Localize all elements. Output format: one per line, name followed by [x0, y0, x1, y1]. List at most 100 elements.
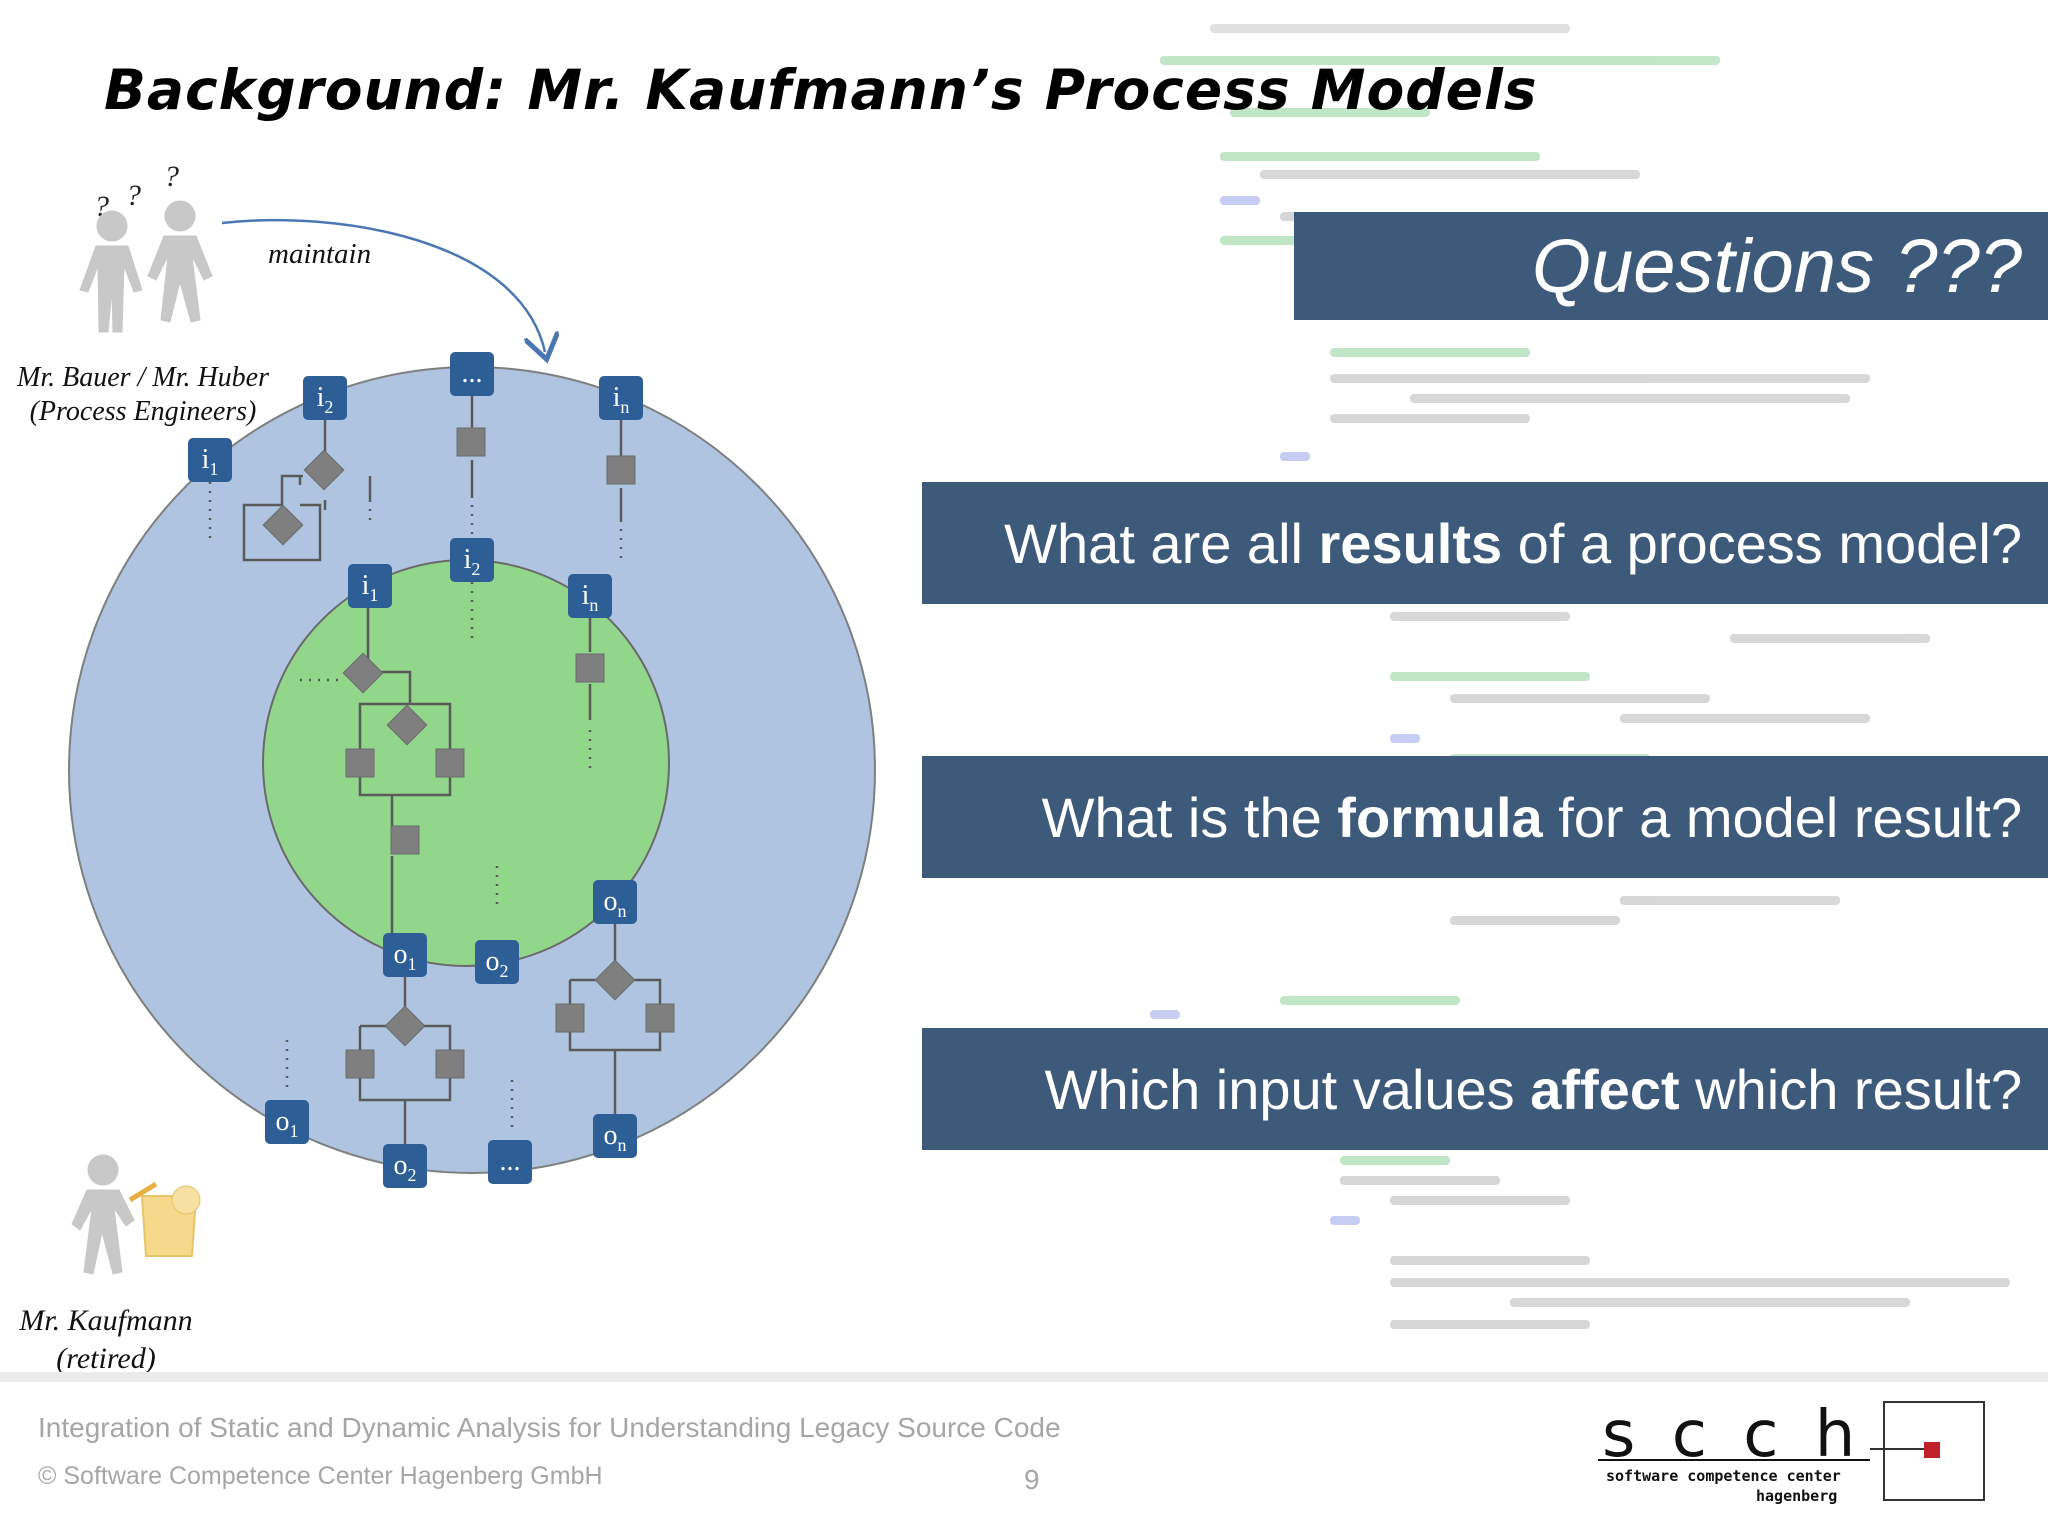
- cocktail-glass-icon: [128, 1181, 201, 1257]
- retired-caption-line1: Mr. Kaufmann: [18, 1304, 192, 1337]
- inner-input-node: in: [568, 574, 612, 618]
- code-line: [1220, 196, 1260, 205]
- retired-caption-line2: (retired): [56, 1342, 155, 1375]
- code-line: [1230, 108, 1430, 117]
- code-line: [1330, 1216, 1360, 1225]
- footer-separator: [0, 1372, 2048, 1382]
- question-text-part: for a model result?: [1542, 785, 2022, 849]
- question-text-part: of a process model?: [1502, 511, 2022, 575]
- code-line: [1390, 672, 1590, 681]
- code-line: [1390, 1278, 2010, 1287]
- code-line: [1150, 1010, 1180, 1019]
- footer-copyright: © Software Competence Center Hagenberg G…: [38, 1462, 603, 1490]
- task-square: [345, 1049, 375, 1079]
- outer-output-node: on: [593, 1114, 637, 1158]
- node-label: i1: [202, 444, 219, 479]
- person-icon: [147, 200, 213, 323]
- code-line: [1450, 694, 1710, 703]
- outer-output-node: o1: [265, 1100, 309, 1144]
- questions-heading-banner: Questions ???: [1294, 212, 2048, 320]
- node-label: i2: [464, 544, 481, 579]
- code-line: [1280, 452, 1310, 461]
- code-line: [1210, 24, 1570, 33]
- code-line: [1260, 170, 1640, 179]
- code-line: [1390, 1196, 1570, 1205]
- question-text: What are all results of a process model?: [1004, 511, 2022, 576]
- question-text: What is the formula for a model result?: [1042, 785, 2022, 850]
- inner-output-node: on: [593, 880, 637, 924]
- gateway-diamond: [262, 504, 304, 546]
- questions-heading: Questions ???: [1531, 223, 2022, 309]
- engineers-caption-line1: Mr. Bauer / Mr. Huber: [16, 362, 269, 393]
- outer-input-node: i2: [303, 376, 347, 420]
- node-label: o1: [276, 1106, 299, 1141]
- code-line: [1510, 1298, 1910, 1307]
- logo-line2: hagenberg: [1756, 1487, 1837, 1505]
- question-banner: Which input values affect which result?: [922, 1028, 2048, 1150]
- retired-person-icon: [71, 1154, 135, 1275]
- code-line: [1340, 1156, 1450, 1165]
- outer-output-node: ...: [488, 1140, 532, 1184]
- logo-accent-square: [1924, 1442, 1940, 1458]
- question-banner: What are all results of a process model?: [922, 482, 2048, 604]
- node-label: o2: [394, 1150, 417, 1185]
- task-square: [345, 748, 375, 778]
- task-square: [575, 653, 605, 683]
- code-line: [1620, 714, 1870, 723]
- outer-input-node: ...: [450, 352, 494, 396]
- scch-logo: s c c h software competence center hagen…: [1598, 1398, 1985, 1505]
- node-label: on: [604, 1120, 627, 1155]
- question-text-part: What are all: [1004, 511, 1319, 575]
- task-square: [456, 427, 486, 457]
- node-label: o1: [394, 939, 417, 974]
- code-line: [1330, 348, 1530, 357]
- inner-input-node: i1: [348, 564, 392, 608]
- node-label: in: [613, 382, 630, 417]
- code-line: [1410, 394, 1850, 403]
- node-label: on: [604, 886, 627, 921]
- code-line: [1620, 896, 1840, 905]
- gateway-diamond: [303, 449, 345, 491]
- code-line: [1330, 414, 1530, 423]
- outer-output-node: o2: [383, 1144, 427, 1188]
- gateway-diamond: [594, 959, 636, 1001]
- task-square: [645, 1003, 675, 1033]
- code-line: [1390, 734, 1420, 743]
- maintain-arrow: [221, 218, 545, 352]
- question-keyword: results: [1318, 511, 1503, 575]
- question-text-part: What is the: [1041, 785, 1338, 849]
- io-nodes: i1 i2... in i1 i2 in o1 o2 on o1 o2... on: [188, 352, 643, 1188]
- question-mark: ?: [126, 179, 141, 212]
- node-label: o2: [486, 946, 509, 981]
- task-square: [555, 1003, 585, 1033]
- inner-input-node: i2: [450, 538, 494, 582]
- question-text-part: which result?: [1679, 1057, 2022, 1121]
- engineers-caption-line2: (Process Engineers): [30, 396, 257, 427]
- person-icon: [79, 210, 143, 333]
- question-banner: What is the formula for a model result?: [922, 756, 2048, 878]
- gateway-diamond: [384, 1005, 426, 1047]
- question-text: Which input values affect which result?: [1045, 1057, 2022, 1122]
- gateways: [262, 449, 636, 1047]
- slide-title: Background: Mr. Kaufmann’s Process Model…: [104, 58, 1538, 122]
- code-line: [1730, 634, 1930, 643]
- page-number: 9: [1024, 1464, 1040, 1495]
- inner-output-node: o1: [383, 933, 427, 977]
- code-line: [1340, 1176, 1500, 1185]
- gateway-diamond: [386, 704, 428, 746]
- code-line: [1450, 916, 1620, 925]
- node-label: i2: [317, 382, 334, 417]
- question-keyword: formula: [1337, 785, 1543, 849]
- question-text-part: Which input values: [1044, 1057, 1531, 1121]
- maintain-label: maintain: [268, 238, 371, 270]
- node-label: in: [582, 580, 599, 615]
- task-square: [435, 748, 465, 778]
- code-line: [1390, 1320, 1590, 1329]
- task-square: [435, 1049, 465, 1079]
- code-line: [1390, 612, 1570, 621]
- node-label: ...: [462, 358, 483, 389]
- code-line: [1330, 374, 1870, 383]
- outer-input-node: in: [599, 376, 643, 420]
- node-label: i1: [362, 570, 379, 605]
- question-mark: ?: [164, 160, 179, 193]
